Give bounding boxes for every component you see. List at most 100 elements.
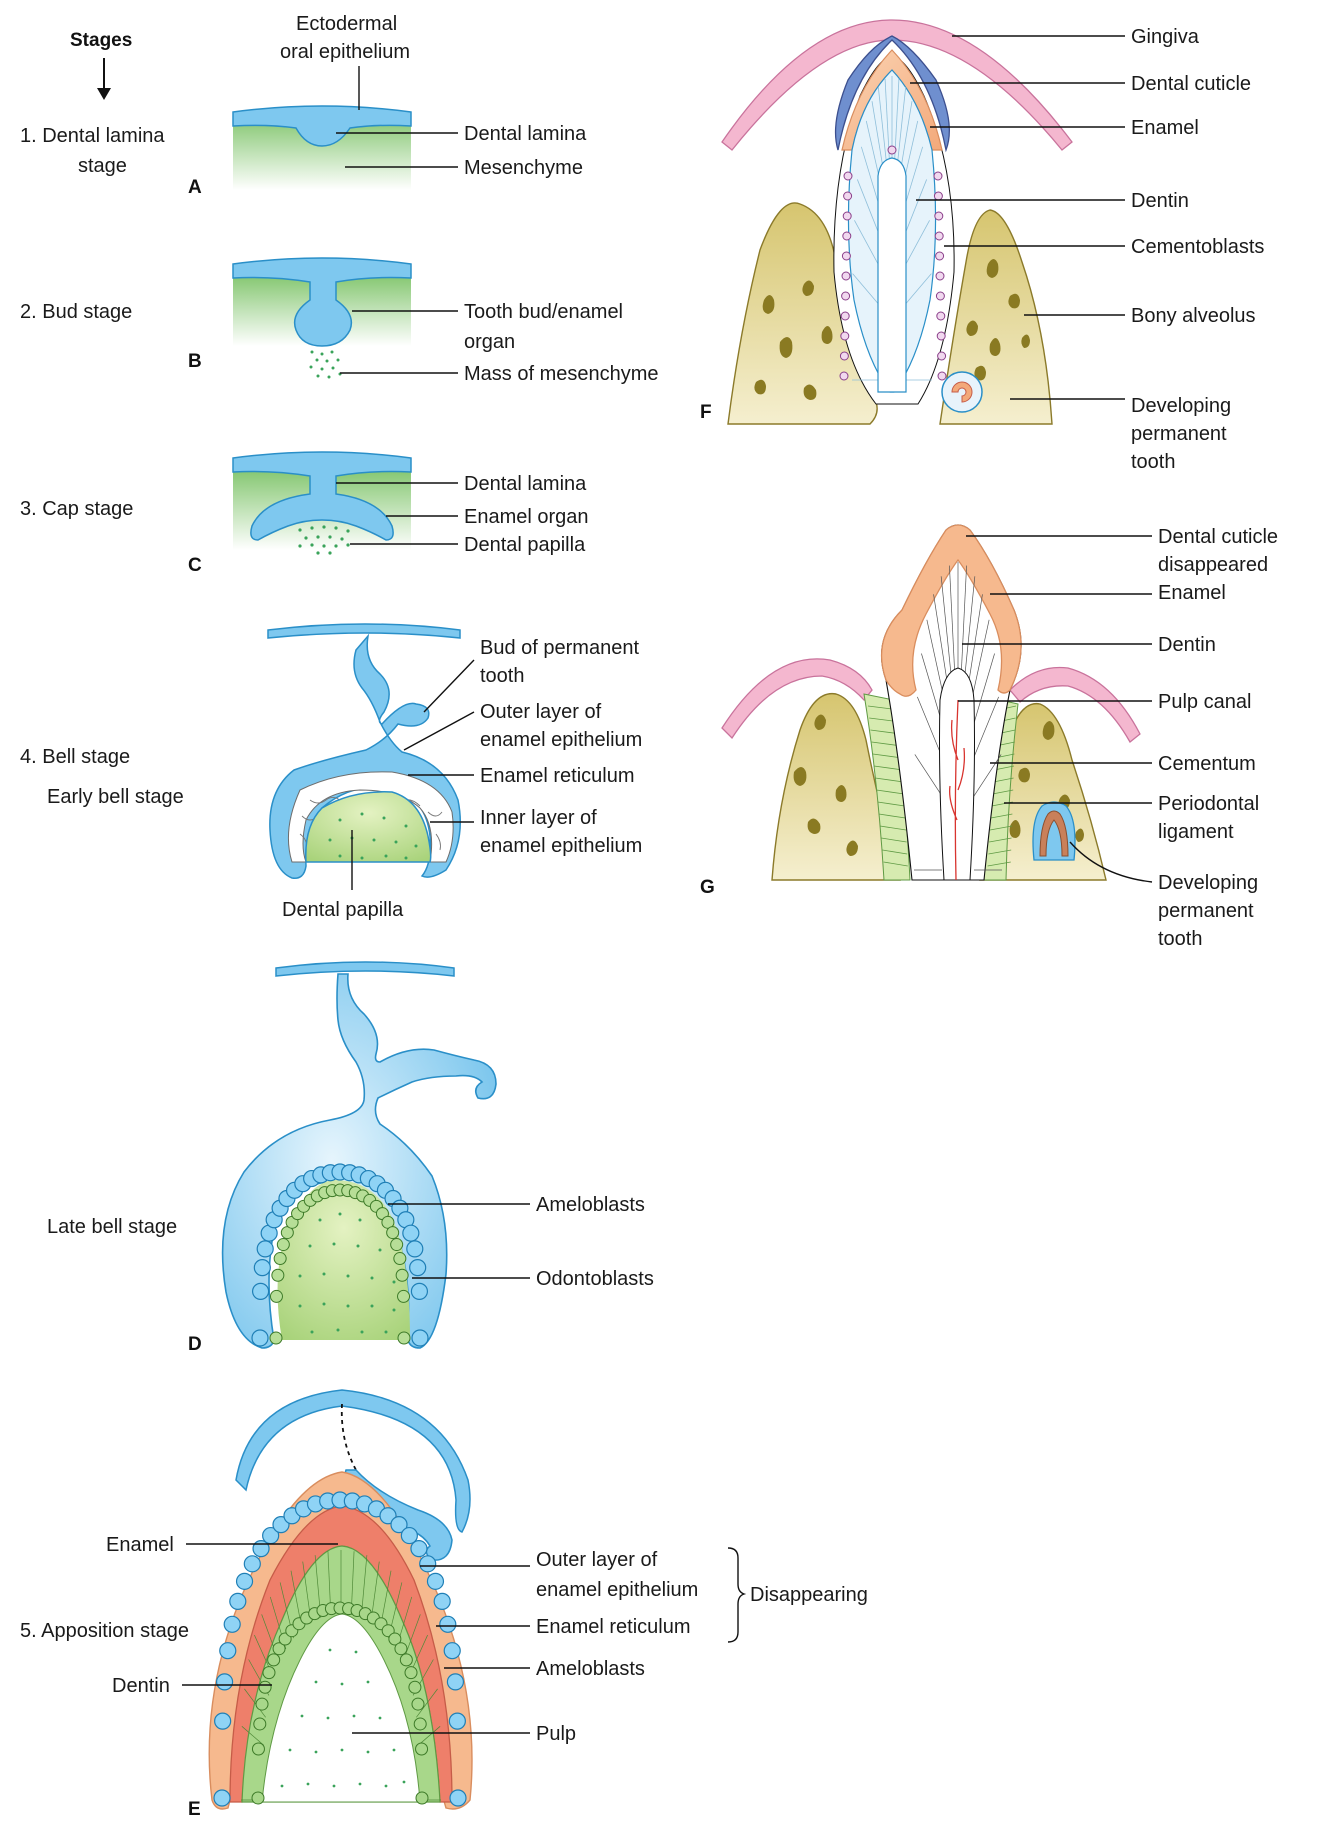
cementoblast-cell bbox=[840, 372, 848, 380]
cementoblast-cell bbox=[843, 212, 851, 220]
cementoblast-cell bbox=[844, 172, 852, 180]
odontoblast-cell-e bbox=[414, 1718, 426, 1730]
cementoblast-cell bbox=[842, 272, 850, 280]
dentin-g-label: Dentin bbox=[1158, 634, 1216, 656]
odontoblast-cell-e bbox=[252, 1792, 264, 1804]
developing-permanent-f bbox=[942, 372, 982, 412]
panel-f-letter: F bbox=[700, 402, 712, 423]
ameloblast-cell-e bbox=[220, 1643, 236, 1659]
alveolus-label: Bony alveolus bbox=[1131, 305, 1256, 327]
cementoblast-cell bbox=[843, 232, 851, 240]
oral-epithelium-d bbox=[268, 624, 460, 638]
gingiva-label: Gingiva bbox=[1131, 26, 1200, 48]
pdl-label-1: Periodontal bbox=[1158, 793, 1259, 815]
developing-g-label-2: permanent bbox=[1158, 900, 1254, 922]
mesenchyme-label: Mesenchyme bbox=[464, 157, 583, 179]
panel-a-letter: A bbox=[188, 177, 202, 198]
ameloblast-cell bbox=[407, 1241, 423, 1257]
panel-e-letter: E bbox=[188, 1799, 201, 1820]
tooth-bud-label-2: organ bbox=[464, 331, 515, 353]
odontoblast-cell-e bbox=[405, 1667, 417, 1679]
dental-lamina-c-label: Dental lamina bbox=[464, 473, 587, 495]
late-bell-label: Late bell stage bbox=[47, 1216, 177, 1238]
ameloblast-cell bbox=[257, 1241, 273, 1257]
enamel-e-label: Enamel bbox=[106, 1534, 174, 1556]
odontoblast-cell-e bbox=[263, 1667, 275, 1679]
enamel-g-label: Enamel bbox=[1158, 582, 1226, 604]
leader-bud-permanent bbox=[424, 660, 474, 712]
panel-a: A Ectodermal oral epithelium Dental lami… bbox=[188, 13, 587, 198]
developing-f-label-3: tooth bbox=[1131, 451, 1175, 473]
ameloblast-cell-e bbox=[447, 1674, 463, 1690]
pulp-e-label: Pulp bbox=[536, 1723, 576, 1745]
ameloblast-cell-e bbox=[214, 1790, 230, 1806]
cementoblast-cell bbox=[888, 146, 896, 154]
odontoblast-cell bbox=[387, 1227, 399, 1239]
ameloblast-cell bbox=[254, 1260, 270, 1276]
odontoblast-cell bbox=[391, 1239, 403, 1251]
developing-f-label-1: Developing bbox=[1131, 395, 1231, 417]
ameloblast-cell-e bbox=[237, 1573, 253, 1589]
pulp-canal-g bbox=[940, 668, 975, 880]
odontoblast-cell-e bbox=[256, 1698, 268, 1710]
stage-1-label: 1. Dental lamina bbox=[20, 125, 165, 147]
odontoblast-cell bbox=[270, 1332, 282, 1344]
odontoblast-cell-e bbox=[254, 1718, 266, 1730]
odontoblast-cell-e bbox=[268, 1654, 280, 1666]
oral-epithelium-late bbox=[276, 962, 454, 976]
panel-d-late-bell: D Ameloblasts Odontoblasts bbox=[188, 962, 654, 1355]
ameloblasts-d-label: Ameloblasts bbox=[536, 1194, 645, 1216]
dental-papilla-c-label: Dental papilla bbox=[464, 534, 586, 556]
cementoblast-cell bbox=[936, 272, 944, 280]
ameloblast-cell-e bbox=[244, 1556, 260, 1572]
cementoblast-cell bbox=[938, 352, 946, 360]
cementoblast-cell bbox=[937, 312, 945, 320]
odontoblast-cell-e bbox=[416, 1792, 428, 1804]
developing-g-label-3: tooth bbox=[1158, 928, 1202, 950]
stages-arrow-head bbox=[97, 88, 111, 100]
odontoblast-cell-e bbox=[252, 1743, 264, 1755]
outer-layer-label-2: enamel epithelium bbox=[480, 729, 642, 751]
ameloblast-cell bbox=[412, 1330, 428, 1346]
cementoblast-cell bbox=[842, 252, 850, 260]
ameloblast-cell bbox=[410, 1260, 426, 1276]
odontoblast-cell bbox=[270, 1290, 282, 1302]
odontoblasts-label: Odontoblasts bbox=[536, 1268, 654, 1290]
stage-2-label: 2. Bud stage bbox=[20, 301, 132, 323]
odontoblast-cell-e bbox=[409, 1681, 421, 1693]
dentin-e-label: Dentin bbox=[112, 1675, 170, 1697]
ameloblasts-e-label: Ameloblasts bbox=[536, 1658, 645, 1680]
odontoblast-cell-e bbox=[412, 1698, 424, 1710]
panel-c: C Dental lamina Enamel organ Dental papi… bbox=[188, 452, 589, 576]
ameloblast-cell-e bbox=[224, 1616, 240, 1632]
mass-mesenchyme-label: Mass of mesenchyme bbox=[464, 363, 659, 385]
dental-lamina-label: Dental lamina bbox=[464, 123, 587, 145]
odontoblast-cell bbox=[272, 1269, 284, 1281]
developing-g-label-1: Developing bbox=[1158, 872, 1258, 894]
pulp-canal-label: Pulp canal bbox=[1158, 691, 1251, 713]
inner-layer-label-2: enamel epithelium bbox=[480, 835, 642, 857]
cuticle-g-label-2: disappeared bbox=[1158, 554, 1268, 576]
odontoblast-cell bbox=[394, 1253, 406, 1265]
cementum-label: Cementum bbox=[1158, 753, 1256, 775]
cuticle-f-label: Dental cuticle bbox=[1131, 73, 1251, 95]
panel-b-letter: B bbox=[188, 351, 202, 372]
ameloblast-cell-e bbox=[434, 1593, 450, 1609]
ameloblast-cell-e bbox=[420, 1556, 436, 1572]
ameloblast-cell-e bbox=[217, 1674, 233, 1690]
stage-4-label: 4. Bell stage bbox=[20, 746, 130, 768]
panel-f: F Gingiva Dental cuticle Enamel Dentin C… bbox=[700, 20, 1264, 473]
dental-papilla-d-label: Dental papilla bbox=[282, 899, 404, 921]
enamel-reticulum-label: Enamel reticulum bbox=[480, 765, 635, 787]
cementoblasts-label: Cementoblasts bbox=[1131, 236, 1264, 258]
ecto-label-1: Ectodermal bbox=[296, 13, 397, 35]
odontoblast-cell bbox=[398, 1332, 410, 1344]
odontoblast-cell-e bbox=[395, 1643, 407, 1655]
panel-d-letter: D bbox=[188, 1334, 202, 1355]
bud-permanent-label-1: Bud of permanent bbox=[480, 637, 639, 659]
cementoblast-cell bbox=[934, 192, 942, 200]
panel-c-letter: C bbox=[188, 555, 202, 576]
reticulum-e-label: Enamel reticulum bbox=[536, 1616, 691, 1638]
ameloblast-cell bbox=[252, 1330, 268, 1346]
